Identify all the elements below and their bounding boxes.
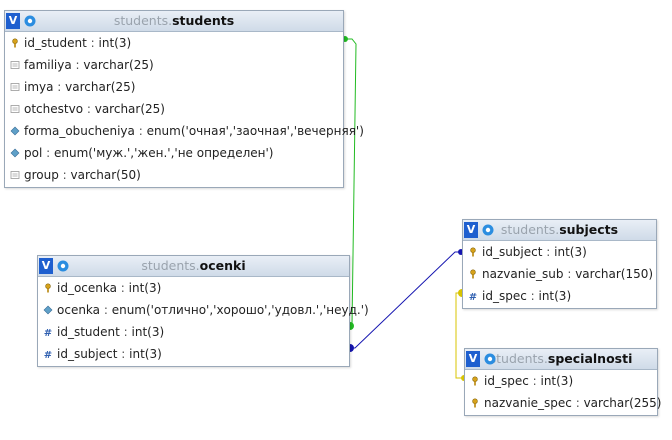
column-row[interactable]: forma_obucheniya : enum('очная','заочная… <box>5 120 364 142</box>
table-specialnosti[interactable]: V students.specialnosti id_spec : int(3)… <box>464 348 661 416</box>
column-name: nazvanie_sub <box>482 267 564 281</box>
primary-key-icon <box>470 269 476 279</box>
column-name: id_student <box>57 325 120 339</box>
enum-column-icon <box>43 305 53 315</box>
numeric-column-icon: # <box>44 350 52 359</box>
column-name: forma_obucheniya <box>24 124 135 138</box>
text-column-icon <box>10 171 20 179</box>
column-type: int(3) <box>128 281 162 295</box>
column-name: ocenka <box>57 303 101 317</box>
table-header[interactable]: V students.subjects <box>463 220 656 241</box>
column-row[interactable]: nazvanie_spec : varchar(255) <box>465 392 661 414</box>
column-type: enum('очная','заочная','вечерняя') <box>146 124 364 138</box>
toggle-v-button[interactable]: V <box>6 13 20 29</box>
column-name: familiya <box>24 58 72 72</box>
column-type: varchar(150) <box>575 267 654 281</box>
column-name: id_subject <box>482 245 543 259</box>
column-type: int(3) <box>554 245 587 259</box>
column-type: int(3) <box>129 347 162 361</box>
primary-key-icon <box>472 398 478 408</box>
text-column-icon <box>10 83 20 91</box>
text-column-icon <box>10 105 20 113</box>
numeric-column-icon: # <box>44 328 52 337</box>
toggle-v-button[interactable]: V <box>39 258 53 274</box>
svg-text:#: # <box>44 350 52 359</box>
column-row[interactable]: #id_student : int(3) <box>43 325 165 339</box>
column-row[interactable]: familiya : varchar(25) <box>5 54 343 76</box>
primary-key-icon <box>472 376 478 386</box>
column-type: varchar(25) <box>94 102 165 116</box>
column-type: int(3) <box>131 325 165 339</box>
table-name: students <box>172 13 235 28</box>
table-header[interactable]: V students.specialnosti <box>465 349 657 370</box>
toggle-v-button[interactable]: V <box>464 222 478 238</box>
table-db-name: students. <box>489 351 548 366</box>
gear-icon[interactable] <box>56 259 70 273</box>
column-name: id_ocenka <box>57 281 117 295</box>
table-students[interactable]: V students.students id_student : int(3)f… <box>4 10 364 188</box>
column-name: nazvanie_spec <box>484 396 572 410</box>
svg-text:#: # <box>469 292 477 301</box>
table-name: subjects <box>559 222 619 237</box>
column-row[interactable]: ocenka : enum('отлично','хорошо','удовл.… <box>38 299 369 321</box>
column-name: id_spec <box>482 289 527 303</box>
column-name: id_spec <box>484 374 529 388</box>
column-type: int(3) <box>98 36 132 50</box>
column-type: enum('отлично','хорошо','удовл.','неуд.'… <box>111 303 369 317</box>
column-type: enum('муж.','жен.','не определен') <box>53 146 274 160</box>
column-type: varchar(25) <box>65 80 136 94</box>
gear-icon[interactable] <box>481 223 495 237</box>
column-name: id_subject <box>57 347 118 361</box>
table-name: ocenki <box>199 258 246 273</box>
numeric-column-icon: # <box>469 292 477 301</box>
column-row[interactable]: nazvanie_sub : varchar(150) <box>463 263 656 285</box>
table-db-name: students. <box>500 222 560 237</box>
column-row[interactable]: id_student : int(3) <box>5 32 343 54</box>
primary-key-icon <box>45 283 51 293</box>
gear-icon[interactable] <box>483 352 497 366</box>
column-type: varchar(25) <box>83 58 154 72</box>
primary-key-icon <box>470 247 476 257</box>
column-row[interactable]: imya : varchar(25) <box>5 76 343 98</box>
column-type: varchar(50) <box>70 168 141 182</box>
gear-icon[interactable] <box>23 14 37 28</box>
column-row[interactable]: otchestvo : varchar(25) <box>5 98 343 120</box>
column-name: group <box>24 168 59 182</box>
text-column-icon <box>10 61 20 69</box>
table-db-name: students. <box>141 258 200 273</box>
table-name: specialnosti <box>547 351 633 366</box>
svg-text:#: # <box>44 328 52 337</box>
column-row[interactable]: id_ocenka : int(3) <box>38 277 349 299</box>
column-row[interactable]: #id_spec : int(3) <box>468 289 572 303</box>
table-subjects[interactable]: V students.subjects id_subject : int(3)n… <box>462 219 657 309</box>
column-name: imya <box>24 80 54 94</box>
table-ocenki[interactable]: V students.ocenki id_ocenka : int(3)ocen… <box>37 255 369 367</box>
column-type: int(3) <box>540 374 574 388</box>
column-type: varchar(255) <box>583 396 662 410</box>
column-row[interactable]: pol : enum('муж.','жен.','не определен') <box>5 142 343 164</box>
column-type: int(3) <box>538 289 572 303</box>
column-row[interactable]: #id_subject : int(3) <box>43 347 162 361</box>
column-row[interactable]: id_spec : int(3) <box>465 370 657 392</box>
enum-column-icon <box>10 148 20 158</box>
enum-column-icon <box>10 126 20 136</box>
table-header[interactable]: V students.ocenki <box>38 256 349 277</box>
column-row[interactable]: group : varchar(50) <box>5 164 343 186</box>
column-name: id_student <box>24 36 87 50</box>
column-name: pol <box>24 146 43 160</box>
toggle-v-button[interactable]: V <box>466 351 480 367</box>
primary-key-icon <box>12 38 18 48</box>
column-name: otchestvo <box>24 102 84 116</box>
table-header[interactable]: V students.students <box>5 11 343 32</box>
table-db-name: students. <box>113 13 173 28</box>
column-row[interactable]: id_subject : int(3) <box>463 241 656 263</box>
